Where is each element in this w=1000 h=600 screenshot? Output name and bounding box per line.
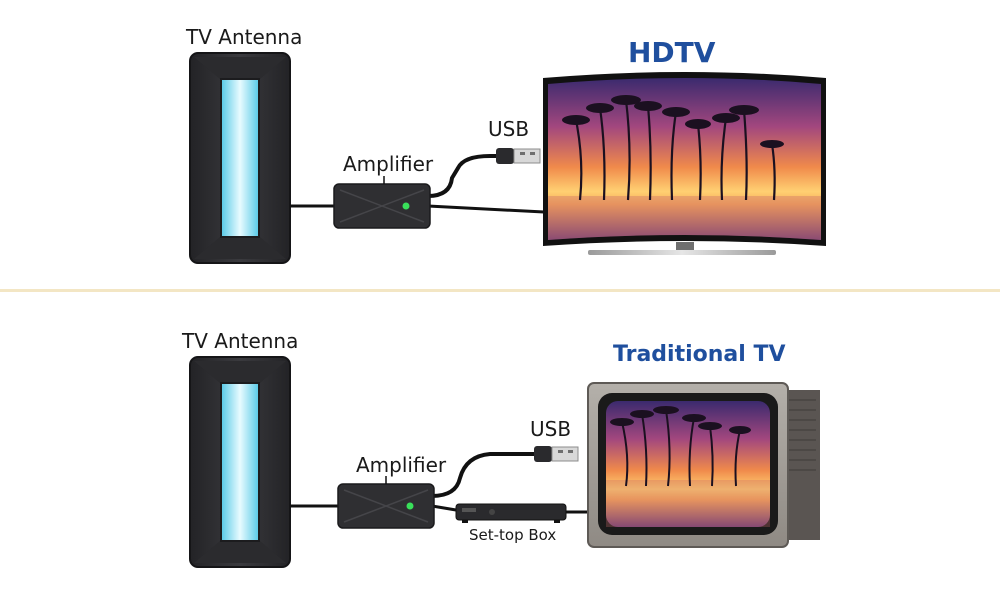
amplifier-icon (333, 183, 431, 229)
set-top-box-icon (455, 503, 567, 523)
usb-plug-icon (495, 147, 541, 165)
bottom-panel (189, 356, 820, 568)
bottom-usb-label: USB (530, 417, 572, 441)
hdtv-title: HDTV (628, 36, 716, 69)
crt-tv-icon (587, 382, 820, 548)
section-divider (0, 289, 1000, 292)
top-usb-label: USB (488, 117, 530, 141)
coax-cable (427, 204, 545, 214)
bottom-amplifier-label: Amplifier (356, 453, 447, 477)
settop-box-label: Set-top Box (469, 526, 557, 544)
antenna-icon (189, 356, 291, 568)
bottom-antenna-label: TV Antenna (182, 329, 299, 353)
top-amplifier-label: Amplifier (343, 152, 434, 176)
coax-cable (431, 504, 457, 512)
hdtv-icon (543, 72, 826, 255)
amplifier-icon (337, 483, 435, 529)
usb-plug-icon (533, 445, 579, 463)
traditional-tv-title: Traditional TV (613, 342, 786, 367)
top-antenna-label: TV Antenna (186, 25, 303, 49)
usb-cable (431, 452, 536, 498)
usb-cable (427, 154, 498, 198)
top-panel (189, 52, 826, 264)
antenna-icon (189, 52, 291, 264)
